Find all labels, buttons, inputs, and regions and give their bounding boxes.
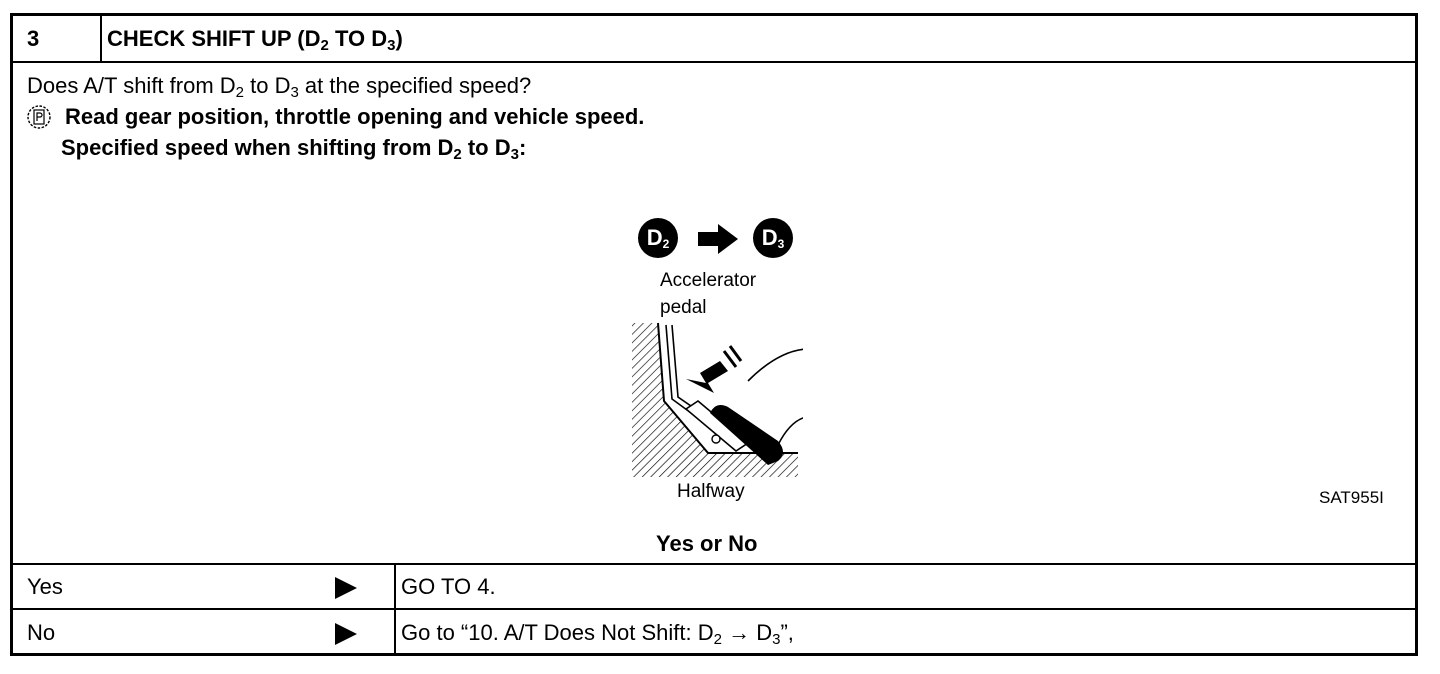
results-top-divider bbox=[13, 563, 1415, 565]
result-action-yes[interactable]: GO TO 4. bbox=[401, 574, 496, 599]
gear-from-badge: D2 bbox=[638, 218, 678, 258]
diagnostic-step-table: 3 CHECK SHIFT UP (D2 TO D3) Does A/T shi… bbox=[10, 13, 1418, 656]
gear-to-badge: D3 bbox=[753, 218, 793, 258]
pedal-label-line-2: pedal bbox=[660, 297, 707, 318]
instruction-line: Read gear position, throttle opening and… bbox=[65, 104, 645, 129]
consult-p-icon bbox=[27, 105, 51, 129]
header-column-divider bbox=[100, 16, 102, 61]
pedal-label-line-1: Accelerator bbox=[660, 270, 757, 291]
figure-id: SAT955I bbox=[1319, 488, 1384, 507]
accelerator-pedal-illustration bbox=[632, 322, 803, 477]
results-column-divider bbox=[394, 563, 396, 656]
triangle-pointer-icon bbox=[335, 623, 357, 645]
step-number: 3 bbox=[27, 26, 40, 51]
yes-no-prompt: Yes or No bbox=[656, 531, 758, 556]
triangle-pointer-icon bbox=[335, 577, 357, 599]
question-line: Does A/T shift from D2 to D3 at the spec… bbox=[27, 73, 532, 101]
specified-speed-line: Specified speed when shifting from D2 to… bbox=[61, 135, 527, 163]
step-title: CHECK SHIFT UP (D2 TO D3) bbox=[107, 26, 403, 54]
header-divider bbox=[13, 61, 1415, 63]
results-middle-divider bbox=[13, 608, 1415, 610]
result-answer-no: No bbox=[27, 620, 56, 645]
pedal-state-label: Halfway bbox=[677, 481, 745, 502]
result-answer-yes: Yes bbox=[27, 574, 63, 599]
right-arrow-icon bbox=[698, 224, 738, 254]
result-action-no[interactable]: Go to “10. A/T Does Not Shift: D2 → D3”, bbox=[401, 620, 794, 648]
